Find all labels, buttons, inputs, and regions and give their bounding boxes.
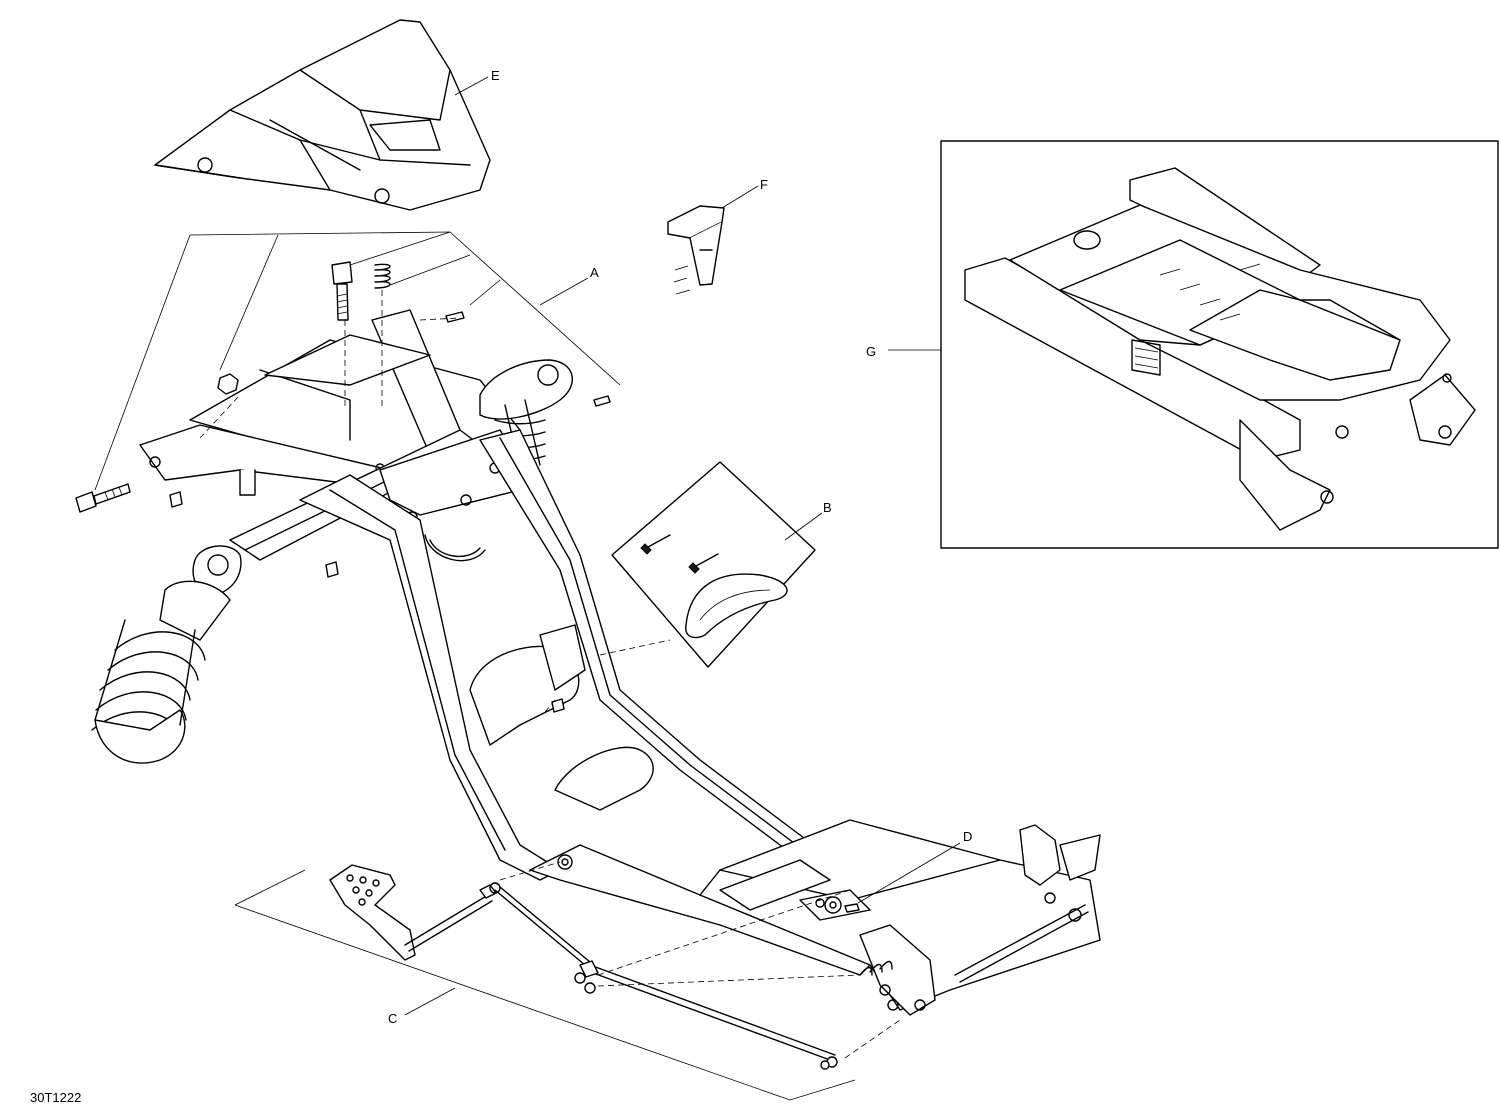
callout-f: F bbox=[760, 177, 768, 192]
part-b-inset bbox=[611, 461, 816, 668]
part-c-pedal bbox=[234, 639, 901, 1101]
callout-a: A bbox=[590, 265, 599, 280]
callout-d: D bbox=[963, 829, 972, 844]
reference-number: 30T1222 bbox=[30, 1090, 81, 1105]
callout-e: E bbox=[491, 68, 500, 83]
callout-b: B bbox=[823, 500, 832, 515]
part-e-cover bbox=[154, 19, 491, 211]
callout-c: C bbox=[388, 1011, 397, 1026]
main-frame bbox=[91, 359, 1101, 1016]
part-g-inset bbox=[940, 140, 1499, 549]
part-f-clip bbox=[667, 205, 725, 295]
callout-g: G bbox=[866, 344, 876, 359]
leader-lines bbox=[404, 76, 961, 1016]
